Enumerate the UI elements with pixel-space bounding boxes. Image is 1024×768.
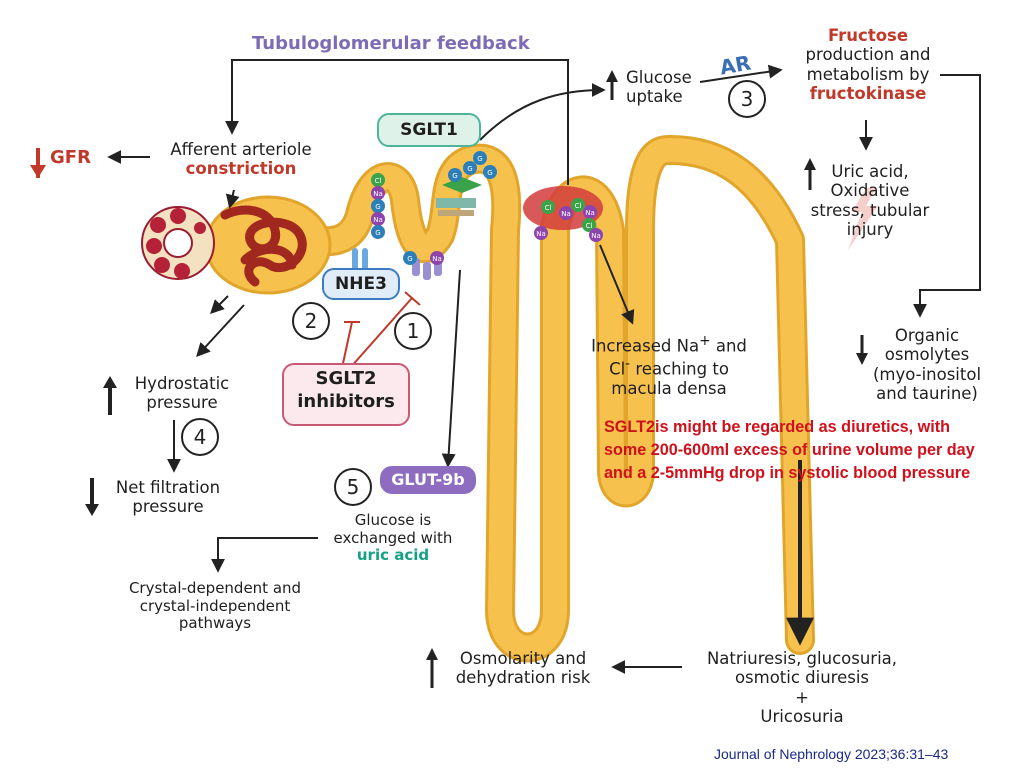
increased-na-line2: Cl- reaching to <box>574 356 764 379</box>
hydrostatic-line2: pressure <box>146 393 218 413</box>
organic-line4: and taurine) <box>876 384 978 404</box>
cl-ion-label: Cl <box>586 222 593 230</box>
glucose-uptake-line2: uptake <box>626 87 683 107</box>
cl-ion-label: Cl <box>575 202 582 210</box>
increased-na-line3: macula densa <box>611 378 727 398</box>
g-ion-label: G <box>375 203 380 211</box>
uric-acid-line2: Oxidative <box>830 181 910 201</box>
glucose-exchanged-line2: exchanged with <box>333 528 453 547</box>
g-ion-label: G <box>477 155 482 163</box>
natriuresis-label: Natriuresis, glucosuria, osmotic diuresi… <box>680 649 924 727</box>
lightning-icon <box>848 188 878 250</box>
nephron-tubule <box>285 135 815 663</box>
uric-acid-line3: stress, tubular <box>810 200 930 220</box>
net-filtration-line2: pressure <box>132 497 204 517</box>
organic-osmolytes-label: Organic osmolytes (myo-inositol and taur… <box>852 326 1002 404</box>
na-ion-label: Na <box>373 190 383 198</box>
uric-acid-label: Uric acid, Oxidative stress, tubular inj… <box>790 162 950 240</box>
natriuresis-line1: Natriuresis, glucosuria, <box>706 649 898 668</box>
na-ion-label: Na <box>585 209 595 217</box>
cl-ion-label: Cl <box>375 177 382 185</box>
cl-ion-label: Cl <box>545 204 552 212</box>
na-ion-label: Na <box>536 230 546 238</box>
uric-acid-line4: injury <box>846 220 894 240</box>
na-plus-sup: + <box>699 333 711 349</box>
title-tubuloglomerular-feedback: Tubuloglomerular feedback <box>252 33 530 54</box>
glucose-exchanged-label: Glucose is exchanged with uric acid <box>318 511 468 565</box>
step-4-marker: 4 <box>181 418 219 456</box>
osmolarity-line2: dehydration risk <box>455 668 591 688</box>
na-ion-label: Na <box>591 232 601 240</box>
increased-na-line1: Increased Na+ and <box>574 333 764 356</box>
nhe3-transporter-icon <box>352 248 368 270</box>
uric-acid-line1: Uric acid, <box>831 162 909 181</box>
sglt2-line1: SGLT2 <box>315 368 377 389</box>
reaching-text: reaching to <box>630 359 729 379</box>
step-5-marker: 5 <box>334 468 372 506</box>
cl-text: Cl <box>609 359 626 379</box>
na-ion-label: Na <box>432 255 442 263</box>
crystal-pathways-label: Crystal-dependent and crystal-independen… <box>110 579 320 633</box>
afferent-line2: constriction <box>185 159 297 179</box>
glucose-uptake-label: Glucose uptake <box>626 68 692 107</box>
inhibition-lines <box>341 291 421 369</box>
g-ion-label: G <box>487 169 492 177</box>
fructose-line1: Fructose <box>827 26 909 45</box>
step-1-marker: 1 <box>394 312 432 350</box>
step-3-marker: 3 <box>728 80 766 118</box>
organic-line1: Organic <box>894 326 960 345</box>
g-ion-label: G <box>375 229 380 237</box>
fructose-line4: fructokinase <box>809 84 927 104</box>
na-ion-label: Na <box>561 210 571 218</box>
g-ion-label: G <box>407 255 412 263</box>
crystal-line1: Crystal-dependent and <box>128 579 302 597</box>
natriuresis-line2: osmotic diuresis <box>734 668 870 688</box>
step-2-marker: 2 <box>292 302 330 340</box>
citation: Journal of Nephrology 2023;36:31–43 <box>714 746 949 762</box>
osmolarity-label: Osmolarity and dehydration risk <box>440 649 606 688</box>
net-filtration-label: Net filtration pressure <box>98 478 238 517</box>
crystal-line2: crystal-independent <box>139 596 291 615</box>
increased-na-label: Increased Na+ and Cl- reaching to macula… <box>574 333 764 398</box>
afferent-line1: Afferent arteriole <box>170 140 312 159</box>
sglt2-inhibitors-badge: SGLT2 inhibitors <box>282 363 410 426</box>
tubule-cross-section-icon <box>141 206 215 280</box>
glucose-uptake-line1: Glucose <box>626 68 692 87</box>
crystal-line3: pathways <box>178 614 252 633</box>
glomerulus-icon <box>220 205 307 287</box>
hydrostatic-line1: Hydrostatic <box>134 374 230 393</box>
fructose-line3: metabolism by <box>806 64 930 84</box>
organic-line2: osmolytes <box>884 345 970 365</box>
na-ion-label: Na <box>373 216 383 224</box>
net-filtration-line1: Net filtration <box>115 478 221 497</box>
sglt2-diuretic-note: SGLT2is might be regarded as diuretics, … <box>604 418 975 482</box>
sglt2-line2: inhibitors <box>297 390 395 412</box>
afferent-arteriole-label: Afferent arteriole constriction <box>148 140 334 179</box>
glucose-exchanged-line1: Glucose is <box>354 511 432 529</box>
g-ion-label: G <box>452 172 457 180</box>
increased-na-text: Increased Na <box>591 336 700 356</box>
sglt1-badge: SGLT1 <box>377 113 481 147</box>
fructose-label: Fructose production and metabolism by fr… <box>786 26 950 104</box>
glucose-exchanged-line3: uric acid <box>356 546 430 565</box>
and-text: and <box>710 336 747 356</box>
cl-minus-sup: - <box>625 355 631 372</box>
organic-line3: (myo-inositol <box>872 364 982 384</box>
arrows <box>107 59 981 674</box>
hydrostatic-label: Hydrostatic pressure <box>120 374 244 413</box>
natriuresis-line3: + <box>795 687 809 707</box>
nhe3-badge: NHE3 <box>322 268 400 300</box>
gfr-label: GFR <box>50 147 91 168</box>
osmolarity-line1: Osmolarity and <box>459 649 587 668</box>
g-ion-label: G <box>467 165 472 173</box>
trend-arrows <box>30 70 868 688</box>
ion-particles: Cl Na G Na G G Na G G G G Cl Na Cl Na Cl… <box>371 151 603 265</box>
fructose-line2: production and <box>805 45 931 65</box>
natriuresis-line4: Uricosuria <box>760 707 844 727</box>
glut9b-badge: GLUT-9b <box>380 466 476 494</box>
